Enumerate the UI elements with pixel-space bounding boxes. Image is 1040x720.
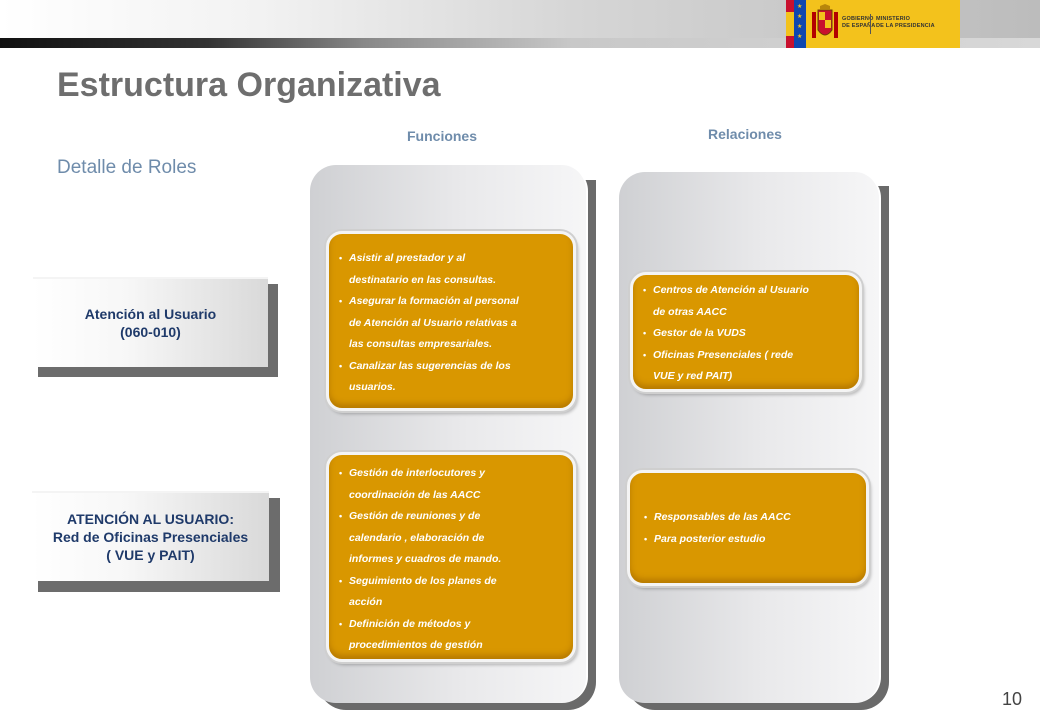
- role-box-red-oficinas: ATENCIÓN AL USUARIO: Red de Oficinas Pre…: [32, 491, 269, 581]
- list-item-continuation: las consultas empresariales.: [349, 338, 492, 350]
- funciones-box-atencion: Asistir al prestador y al destinatario e…: [326, 231, 576, 411]
- funciones-list-atencion: Asistir al prestador y al destinatario e…: [339, 248, 519, 399]
- list-item-continuation: calendario , elaboración de: [349, 531, 485, 544]
- list-item-continuation: coordinación de las AACC: [349, 488, 481, 501]
- list-item-continuation: destinatario en las consultas.: [349, 273, 497, 286]
- list-item: Responsables de las AACC: [644, 507, 791, 529]
- list-item: Para posterior estudio: [644, 529, 791, 551]
- spain-flag-strip: [786, 0, 794, 48]
- page-number: 10: [1001, 689, 1022, 709]
- ministry-text-line1: MINISTERIO: [876, 16, 911, 22]
- list-item-continuation: de otras AACC: [653, 305, 727, 318]
- government-logo: ★★ ★★ GOBIERNO DE ESPAÑA MINISTERIO DE L…: [786, 0, 960, 48]
- list-item: Centros de Atención al Usuario: [643, 280, 809, 302]
- eu-flag-icon: ★★ ★★: [794, 0, 806, 48]
- list-item-continuation: acción: [349, 596, 383, 608]
- list-item: Oficinas Presenciales ( rede: [643, 345, 809, 367]
- list-item-continuation: de Atención al Usuario relativas a: [349, 316, 517, 329]
- list-item-continuation: procedimientos de gestión: [349, 639, 483, 651]
- list-item-continuation: informes y cuadros de mando.: [349, 553, 502, 565]
- funciones-list-red-oficinas: Gestión de interlocutores y coordinación…: [339, 463, 501, 657]
- role-label-line1: Atención al Usuario: [84, 306, 217, 322]
- page-subtitle: Detalle de Roles: [57, 157, 197, 178]
- list-item: Asistir al prestador y al: [339, 248, 519, 270]
- relaciones-column-panel: [619, 172, 881, 703]
- role-label-line2: (060-010): [120, 324, 181, 340]
- list-item-continuation: usuarios.: [349, 381, 396, 393]
- role-label-line3: ( VUE y PAIT): [106, 547, 195, 563]
- relaciones-list-red-oficinas: Responsables de las AACC Para posterior …: [644, 507, 791, 550]
- role-label-line2: Red de Oficinas Presenciales: [52, 529, 249, 545]
- role-box-atencion-usuario: Atención al Usuario (060-010): [33, 277, 268, 367]
- list-item: Gestión de reuniones y de: [339, 506, 501, 528]
- relaciones-list-atencion: Centros de Atención al Usuario de otras …: [643, 280, 809, 388]
- list-item: Gestión de interlocutores y: [339, 463, 501, 485]
- list-item: Gestor de la VUDS: [643, 323, 809, 345]
- role-label-line1: ATENCIÓN AL USUARIO:: [67, 511, 234, 527]
- logo-separator: [870, 14, 871, 34]
- list-item: Asegurar la formación al personal: [339, 291, 519, 313]
- list-item: Seguimiento de los planes de: [339, 571, 501, 593]
- funciones-box-red-oficinas: Gestión de interlocutores y coordinación…: [326, 452, 576, 662]
- relaciones-box-atencion: Centros de Atención al Usuario de otras …: [630, 272, 862, 392]
- page-title: Estructura Organizativa: [57, 66, 441, 104]
- header-divider: [0, 38, 1040, 48]
- list-item: Canalizar las sugerencias de los: [339, 356, 519, 378]
- coat-of-arms-icon: [812, 4, 838, 38]
- column-heading-funciones: Funciones: [407, 128, 478, 144]
- relaciones-box-red-oficinas: Responsables de las AACC Para posterior …: [627, 470, 869, 586]
- ministry-text-line2: DE LA PRESIDENCIA: [876, 23, 935, 29]
- gov-text-line1: GOBIERNO: [842, 16, 874, 22]
- gov-text-line2: DE ESPAÑA: [842, 23, 876, 29]
- list-item: Definición de métodos y: [339, 614, 501, 636]
- list-item-continuation: VUE y red PAIT): [653, 370, 733, 382]
- column-heading-relaciones: Relaciones: [708, 126, 782, 142]
